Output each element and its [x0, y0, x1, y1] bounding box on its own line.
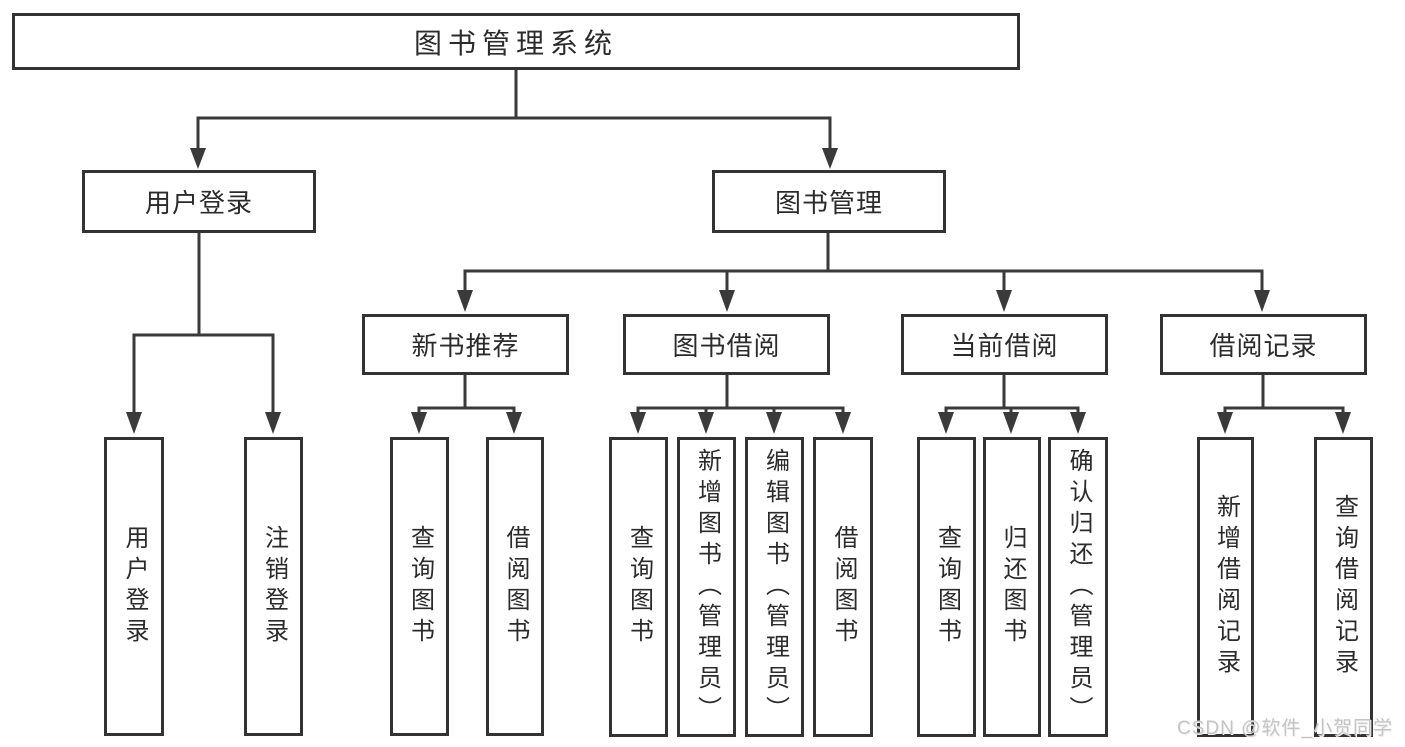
node-user-login-group-label: 用户登录	[144, 188, 253, 218]
leaf-borrow-books-recommend: 借阅图书	[486, 437, 544, 736]
leaf-borrow-books-recommend-label: 借阅图书	[502, 524, 529, 649]
leaf-add-books-admin-label: 新增图书（管理员）	[693, 447, 721, 727]
leaf-edit-books-admin-label: 编辑图书（管理员）	[761, 447, 789, 727]
node-system-root: 图书管理系统	[12, 13, 1020, 70]
leaf-borrow-books-label: 借阅图书	[830, 525, 857, 649]
leaf-add-borrow-record-label: 新增借阅记录	[1212, 494, 1240, 680]
leaf-user-login: 用户登录	[104, 437, 164, 736]
node-system-root-label: 图书管理系统	[413, 27, 618, 59]
leaf-return-books: 归还图书	[983, 437, 1041, 737]
node-current-borrowing-label: 当前借阅	[950, 331, 1059, 361]
leaf-query-books-recommend: 查询图书	[390, 437, 449, 736]
leaf-add-books-admin: 新增图书（管理员）	[677, 437, 736, 737]
leaf-query-books-current-label: 查询图书	[933, 525, 961, 649]
leaf-confirm-return-admin-label: 确认归还（管理员）	[1065, 447, 1092, 727]
node-book-management: 图书管理	[712, 170, 946, 233]
leaf-add-borrow-record: 新增借阅记录	[1197, 437, 1254, 737]
leaf-edit-books-admin: 编辑图书（管理员）	[745, 437, 804, 737]
leaf-user-login-label: 用户登录	[121, 524, 148, 649]
node-new-book-recommend: 新书推荐	[362, 314, 569, 375]
leaf-query-borrow-record: 查询借阅记录	[1314, 437, 1373, 737]
leaf-query-borrow-record-label: 查询借阅记录	[1330, 494, 1358, 680]
node-book-management-label: 图书管理	[774, 188, 883, 218]
leaf-query-books-borrow-label: 查询图书	[625, 525, 653, 649]
node-user-login-group: 用户登录	[82, 170, 316, 233]
leaf-query-books-recommend-label: 查询图书	[406, 524, 434, 649]
leaf-borrow-books: 借阅图书	[813, 437, 873, 737]
node-borrowing-records-label: 借阅记录	[1209, 331, 1318, 361]
leaf-confirm-return-admin: 确认归还（管理员）	[1048, 437, 1108, 737]
node-current-borrowing: 当前借阅	[901, 314, 1108, 375]
leaf-logout: 注销登录	[244, 437, 303, 736]
node-new-book-recommend-label: 新书推荐	[411, 331, 520, 361]
node-book-borrowing-label: 图书借阅	[672, 331, 781, 361]
node-borrowing-records: 借阅记录	[1160, 314, 1367, 375]
node-book-borrowing: 图书借阅	[623, 314, 830, 375]
leaf-query-books-current: 查询图书	[917, 437, 976, 737]
arrowhead-group	[126, 148, 1351, 434]
watermark: CSDN @软件_小贺同学	[1177, 718, 1393, 739]
leaf-return-books-label: 归还图书	[999, 525, 1026, 649]
leaf-logout-label: 注销登录	[260, 524, 288, 649]
leaf-query-books-borrow: 查询图书	[609, 437, 668, 737]
